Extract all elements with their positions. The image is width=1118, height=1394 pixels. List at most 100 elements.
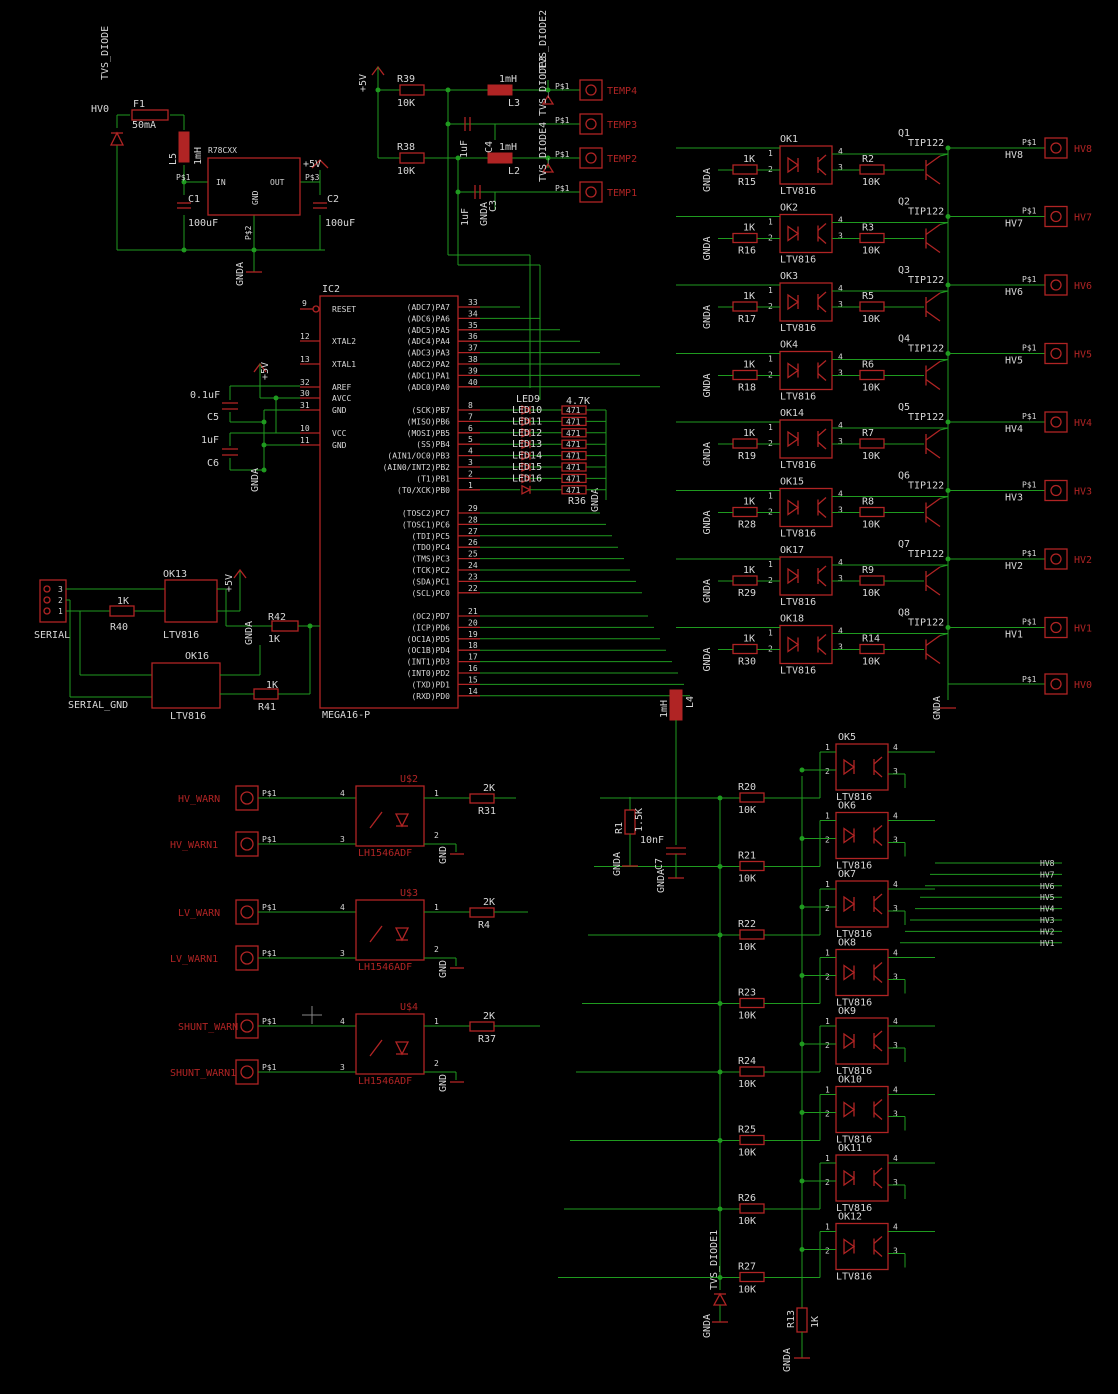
hv-q-label: Q2	[898, 197, 910, 208]
hv-rb-value: 10K	[862, 520, 880, 531]
sense-ok-pin4: 4	[893, 949, 898, 958]
mcu-pin-40-label: (ADC0)PA0	[407, 383, 451, 392]
sense-r-label: R24	[738, 1056, 756, 1067]
optocoupler-ok17	[779, 556, 833, 596]
led-label-1: LED10	[512, 405, 542, 416]
l4-label: L4	[685, 696, 696, 708]
hv-ok-pin3: 3	[838, 574, 843, 583]
mcu-pin-24-label: (TCK)PC2	[411, 566, 450, 575]
sense-ok-pin2: 2	[825, 1178, 830, 1187]
hv-net-label: HV5	[1005, 356, 1023, 367]
led-gnda: GNDA	[590, 488, 601, 512]
sense-ok-part: LTV816	[836, 792, 872, 803]
relay-label: U$4	[400, 1002, 418, 1013]
hv-ok-pin3: 3	[838, 369, 843, 378]
sense-ok-label: OK7	[838, 869, 856, 880]
mcu-part: MEGA16-P	[322, 710, 370, 721]
mcu-pin-34-number: 34	[468, 309, 478, 318]
sense-bus-label: HV6	[1040, 882, 1055, 891]
hv-rin-value: 1K	[743, 497, 755, 508]
hv-rin-label: R16	[738, 246, 756, 257]
warn-pin-a: P$1	[262, 903, 277, 912]
hv-ok-pin1: 1	[768, 560, 773, 569]
r41-label: R41	[258, 702, 276, 713]
hv-ok-label: OK17	[780, 545, 804, 556]
sense-r-value: 10K	[738, 1216, 756, 1227]
mcu-reset-pin: 9	[302, 299, 307, 308]
hv-ok-pin4: 4	[838, 147, 843, 156]
hv-q-label: Q1	[898, 128, 910, 139]
sense-bus-label: HV3	[1040, 916, 1055, 925]
temperature-section: +5V R39 10K R38 10K 1mH L3 1mH L2 1uF C4…	[358, 10, 637, 400]
regulator-name: R78CXX	[208, 146, 237, 155]
sense-bus-label: HV5	[1040, 893, 1055, 902]
optocoupler-ok1	[779, 145, 833, 185]
mcu-pin-11-number: 11	[300, 436, 310, 445]
serial-5v: +5V	[224, 574, 235, 592]
optocoupler-ok3	[779, 282, 833, 322]
warn-pin-a: P$1	[262, 1017, 277, 1026]
sense-ok-pin1: 1	[825, 743, 830, 752]
hv-rin-label: R15	[738, 177, 756, 188]
resistor-r6	[859, 369, 885, 381]
resistor-r5	[859, 301, 885, 312]
resistor-r31	[469, 793, 495, 804]
mcu-pin-1-label: (T0/XCK)PB0	[397, 486, 450, 495]
relay-pin1: 1	[434, 1017, 439, 1026]
sense-ok-part: LTV816	[836, 1203, 872, 1214]
mcu-pin-22-number: 22	[468, 584, 478, 593]
hv-rb-label: R3	[862, 223, 874, 234]
warn-label-b: HV_WARN1	[170, 840, 218, 851]
sense-ok-pin4: 4	[893, 1017, 898, 1026]
temp-5v-label: +5V	[358, 74, 369, 92]
regulator-pin3: P$3	[305, 173, 320, 182]
mcu-pin-4-number: 4	[468, 447, 473, 456]
l3-label: L3	[508, 98, 520, 109]
led-res-value-6: 471	[566, 463, 581, 472]
optocoupler-ok12	[835, 1222, 889, 1271]
hv-gnda-main: GNDA	[932, 696, 943, 720]
hv-pin: P$1	[1022, 549, 1037, 558]
tvs-diode4-label: TVS_DIODE4	[538, 122, 549, 182]
hv-pin: P$1	[1022, 275, 1037, 284]
hv-q-label: Q5	[898, 402, 910, 413]
sense-ok-pin4: 4	[893, 743, 898, 752]
hv-ok-part: LTV816	[780, 666, 816, 677]
hv-q-part: TIP122	[908, 618, 944, 629]
led-res-value: 4.7K	[566, 396, 590, 407]
hv0-label: HV0	[91, 104, 109, 115]
sense-ok-pin4: 4	[893, 1154, 898, 1163]
mcu-pin-38-label: (ADC2)PA2	[407, 360, 451, 369]
hv-port-label: HV2	[1074, 555, 1092, 566]
resistor-r38	[399, 152, 425, 164]
warn-gnd: GND	[438, 960, 449, 978]
sense-bus-label: HV2	[1040, 927, 1055, 936]
led9-label: LED9	[516, 394, 540, 405]
hv-pin: P$1	[1022, 138, 1037, 147]
mcu-pin-28-number: 28	[468, 515, 478, 524]
resistor-r26	[739, 1203, 765, 1214]
c4-value: 1uF	[459, 140, 470, 158]
hv-ok-pin3: 3	[838, 232, 843, 241]
serial-pin3: 3	[58, 585, 63, 594]
sense-r-label: R22	[738, 919, 756, 930]
warn-label-a: LV_WARN	[178, 908, 220, 919]
mcu-pin-33-number: 33	[468, 298, 478, 307]
mcu-pin-6-number: 6	[468, 424, 473, 433]
warn-gnd: GND	[438, 1074, 449, 1092]
warning-inputs-section: HV_WARNHV_WARN1P$1P$1U$2LH1546ADF43122KR…	[170, 774, 540, 1092]
r42-value: 1K	[268, 634, 280, 645]
sense-r-value: 10K	[738, 1079, 756, 1090]
optocoupler-ok14	[779, 419, 833, 459]
hv-rin-value: 1K	[743, 291, 755, 302]
sense-r-label: R20	[738, 782, 756, 793]
sense-ok-pin3: 3	[893, 767, 898, 776]
l3-value: 1mH	[499, 74, 517, 85]
c7-label: C7	[654, 858, 665, 870]
hv-connector	[1044, 479, 1068, 502]
resistor-r17	[732, 301, 758, 312]
